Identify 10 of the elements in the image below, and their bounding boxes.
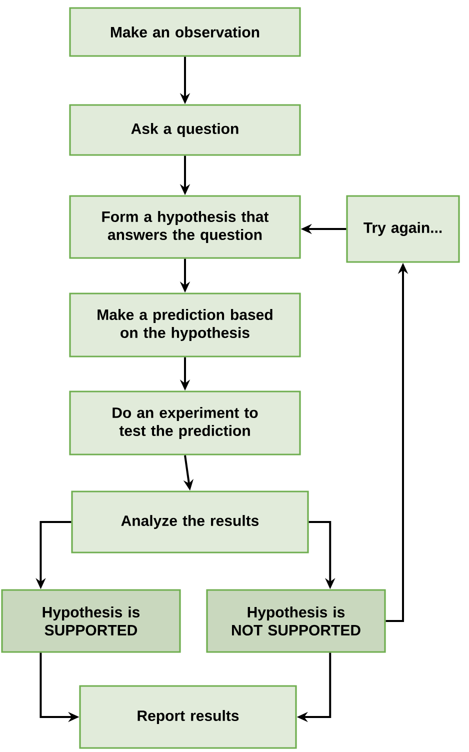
process-box: Make an observation	[69, 7, 301, 57]
process-box: Analyze the results	[71, 490, 309, 554]
process-box: Hypothesis is SUPPORTED	[1, 589, 181, 653]
process-box: Ask a question	[69, 104, 301, 156]
process-box: Form a hypothesis that answers the question	[69, 195, 301, 259]
process-box: Report results	[79, 685, 297, 749]
process-box: Try again...	[346, 195, 460, 263]
process-box: Do an experiment to test the prediction	[69, 390, 301, 456]
process-box: Make a prediction based on the hypothesis	[69, 292, 301, 358]
process-box: Hypothesis is NOT SUPPORTED	[206, 589, 386, 653]
